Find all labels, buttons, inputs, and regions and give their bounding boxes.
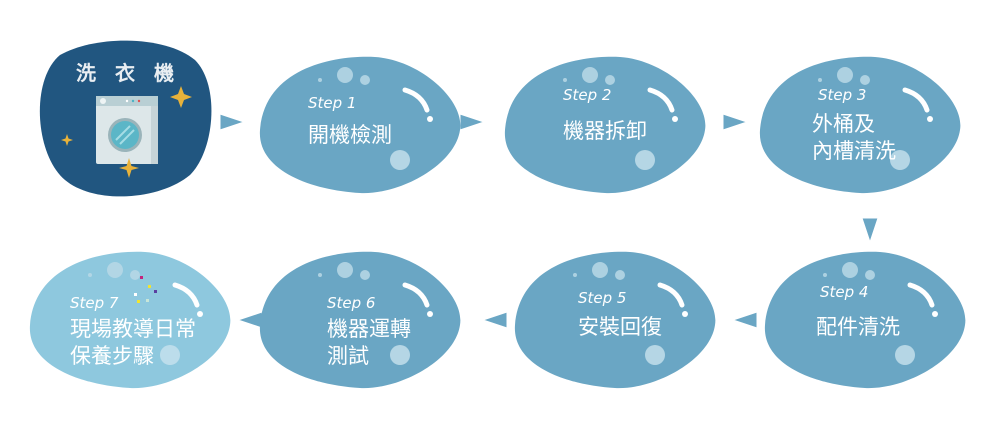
bubble-icon bbox=[818, 78, 822, 82]
confetti-icon bbox=[137, 300, 140, 303]
sparkle-icon bbox=[119, 158, 139, 178]
bubble-icon bbox=[605, 75, 615, 85]
highlight-dot-icon bbox=[427, 311, 433, 317]
step-node: Step 5 安裝回復 bbox=[514, 251, 716, 389]
step-label: Step 3 bbox=[818, 86, 866, 104]
bubble-icon bbox=[107, 262, 123, 278]
step-title: 機器運轉 bbox=[327, 317, 411, 341]
step-node: Step 2 機器拆卸 bbox=[504, 56, 706, 194]
step-title: 內槽清洗 bbox=[812, 139, 896, 163]
bubble-icon bbox=[337, 262, 353, 278]
highlight-icon bbox=[647, 87, 675, 113]
arrow-down-icon bbox=[861, 217, 879, 244]
step-title: 現場教導日常 bbox=[70, 317, 196, 341]
bubble-icon bbox=[635, 150, 655, 170]
step-label: Step 1 bbox=[308, 94, 356, 112]
bubble-icon bbox=[842, 262, 858, 278]
highlight-dot-icon bbox=[672, 116, 678, 122]
arrow-right-icon bbox=[459, 113, 486, 131]
bubble-icon bbox=[360, 75, 370, 85]
highlight-icon bbox=[172, 282, 200, 308]
confetti-icon bbox=[140, 276, 143, 279]
bubble-icon bbox=[645, 345, 665, 365]
confetti-icon bbox=[148, 285, 151, 288]
step-label: Step 7 bbox=[70, 294, 119, 312]
step-label: Step 5 bbox=[578, 289, 626, 307]
step-title: 開機檢測 bbox=[308, 123, 392, 147]
bubble-icon bbox=[837, 67, 853, 83]
bubble-icon bbox=[563, 78, 567, 82]
step-label: Step 4 bbox=[820, 283, 868, 301]
sparkle-icon bbox=[61, 134, 73, 146]
washing-machine-icon bbox=[96, 96, 158, 164]
bubble-icon bbox=[360, 270, 370, 280]
step-node: Step 4 配件清洗 bbox=[764, 251, 966, 389]
step-label: Step 6 bbox=[327, 294, 375, 312]
highlight-dot-icon bbox=[427, 116, 433, 122]
highlight-icon bbox=[902, 87, 930, 113]
arrow-left-icon bbox=[236, 311, 263, 329]
bubble-icon bbox=[337, 67, 353, 83]
highlight-icon bbox=[657, 282, 685, 308]
arrow-left-icon bbox=[481, 311, 508, 329]
step-node: Step 1 開機檢測 bbox=[259, 56, 461, 194]
bubble-icon bbox=[895, 345, 915, 365]
bubble-icon bbox=[390, 150, 410, 170]
bubble-icon bbox=[318, 78, 322, 82]
bubble-icon bbox=[865, 270, 875, 280]
highlight-dot-icon bbox=[682, 311, 688, 317]
bubble-icon bbox=[582, 67, 598, 83]
step-title: 外桶及 bbox=[812, 112, 875, 136]
start-title: 洗 衣 機 bbox=[76, 61, 180, 85]
bubble-icon bbox=[890, 150, 910, 170]
highlight-dot-icon bbox=[932, 311, 938, 317]
bubble-icon bbox=[318, 273, 322, 277]
step-title: 測試 bbox=[327, 344, 369, 368]
step-title: 安裝回復 bbox=[578, 315, 662, 339]
sparkle-icon bbox=[170, 86, 192, 108]
bubble-icon bbox=[823, 273, 827, 277]
bubble-icon bbox=[160, 345, 180, 365]
bubble-icon bbox=[860, 75, 870, 85]
bubble-icon bbox=[130, 270, 140, 280]
step-title: 保養步驟 bbox=[70, 344, 154, 368]
bubble-icon bbox=[592, 262, 608, 278]
bubble-icon bbox=[88, 273, 92, 277]
bubble-icon bbox=[390, 345, 410, 365]
highlight-icon bbox=[907, 282, 935, 308]
bubble-icon bbox=[573, 273, 577, 277]
confetti-icon bbox=[146, 299, 149, 302]
confetti-icon bbox=[154, 290, 157, 293]
highlight-dot-icon bbox=[927, 116, 933, 122]
step-title: 機器拆卸 bbox=[563, 119, 647, 143]
arrow-right-icon bbox=[722, 113, 749, 131]
highlight-dot-icon bbox=[197, 311, 203, 317]
highlight-icon bbox=[402, 282, 430, 308]
arrow-left-icon bbox=[731, 311, 758, 329]
bubble-icon bbox=[615, 270, 625, 280]
step-label: Step 2 bbox=[563, 86, 611, 104]
step-title: 配件清洗 bbox=[816, 315, 900, 339]
highlight-icon bbox=[402, 87, 430, 113]
confetti-icon bbox=[134, 293, 137, 296]
arrow-right-icon bbox=[219, 113, 246, 131]
start-node: 洗 衣 機 bbox=[39, 40, 212, 197]
